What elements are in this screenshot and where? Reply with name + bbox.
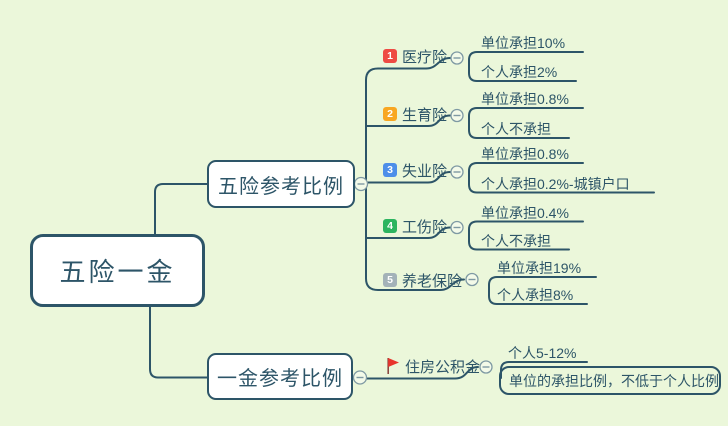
collapse-icon[interactable] <box>352 370 368 385</box>
topic-label: 医疗险 <box>402 48 448 66</box>
topic-work-injury-insurance[interactable]: 4 工伤险 <box>383 217 448 236</box>
leaf-work-injury-personal[interactable]: 个人不承担 <box>481 233 551 249</box>
number-badge-4: 4 <box>383 219 397 233</box>
root-topic-label: 五险一金 <box>59 257 176 287</box>
leaf-unemployment-personal[interactable]: 个人承担0.2%-城镇户口 <box>481 176 630 192</box>
branch-line <box>425 57 451 70</box>
collapse-icon[interactable] <box>450 220 464 235</box>
leaf-maternity-employer[interactable]: 单位承担0.8% <box>481 91 569 107</box>
topic-label: 一金参考比例 <box>217 368 343 390</box>
branch-line <box>351 366 479 380</box>
branch-line <box>365 114 451 127</box>
topic-label: 失业险 <box>402 162 448 180</box>
trunk-line <box>365 67 465 291</box>
number-badge-2: 2 <box>383 107 397 121</box>
collapse-icon[interactable] <box>450 51 464 65</box>
leaf-bracket <box>468 162 655 194</box>
collapse-icon[interactable] <box>450 108 464 123</box>
branch-line <box>154 183 210 235</box>
root-topic[interactable]: 五险一金 <box>30 234 205 307</box>
leaf-pension-personal[interactable]: 个人承担8% <box>497 287 574 303</box>
topic-label: 住房公积金 <box>405 358 481 376</box>
red-flag-icon <box>386 357 400 375</box>
leaf-medical-employer[interactable]: 单位承担10% <box>481 35 566 51</box>
collapse-icons <box>352 51 493 385</box>
leaf-pension-employer[interactable]: 单位承担19% <box>497 260 582 276</box>
topic-housing-fund[interactable]: 住房公积金 <box>386 357 481 376</box>
topic-medical-insurance[interactable]: 1 医疗险 <box>383 47 448 66</box>
number-badge-1: 1 <box>383 49 397 63</box>
leaf-bracket <box>468 51 584 82</box>
topic-one-fund[interactable]: 一金参考比例 <box>207 353 353 400</box>
number-badge-3: 3 <box>383 163 397 177</box>
topic-label: 工伤险 <box>402 218 448 236</box>
leaf-bracket <box>468 220 584 251</box>
topic-maternity-insurance[interactable]: 2 生育险 <box>383 105 448 124</box>
leaf-fund-personal[interactable]: 个人5-12% <box>508 345 577 361</box>
topic-label: 生育险 <box>402 106 448 124</box>
branch-line <box>365 171 451 184</box>
collapse-icon[interactable] <box>353 176 369 192</box>
leaf-bracket <box>488 276 597 305</box>
branch-line <box>365 226 451 239</box>
collapse-icon[interactable] <box>450 165 464 179</box>
topic-unemployment-insurance[interactable]: 3 失业险 <box>383 161 448 180</box>
branch-line <box>149 306 210 379</box>
leaf-fund-employer-note[interactable]: 单位的承担比例，不低于个人比例 <box>499 366 721 395</box>
collapse-icon[interactable] <box>465 272 479 287</box>
leaf-bracket <box>468 107 584 139</box>
leaf-work-injury-employer[interactable]: 单位承担0.4% <box>481 205 569 221</box>
leaf-medical-personal[interactable]: 个人承担2% <box>481 64 558 80</box>
leaf-unemployment-employer[interactable]: 单位承担0.8% <box>481 146 569 162</box>
collapse-icon[interactable] <box>479 360 493 374</box>
topic-five-insurances[interactable]: 五险参考比例 <box>207 160 355 208</box>
topic-pension-insurance[interactable]: 5 养老保险 <box>383 271 463 290</box>
topic-label: 五险参考比例 <box>218 175 344 198</box>
topic-label: 养老保险 <box>402 272 463 290</box>
number-badge-5: 5 <box>383 273 397 287</box>
leaf-maternity-personal[interactable]: 个人不承担 <box>481 121 551 137</box>
